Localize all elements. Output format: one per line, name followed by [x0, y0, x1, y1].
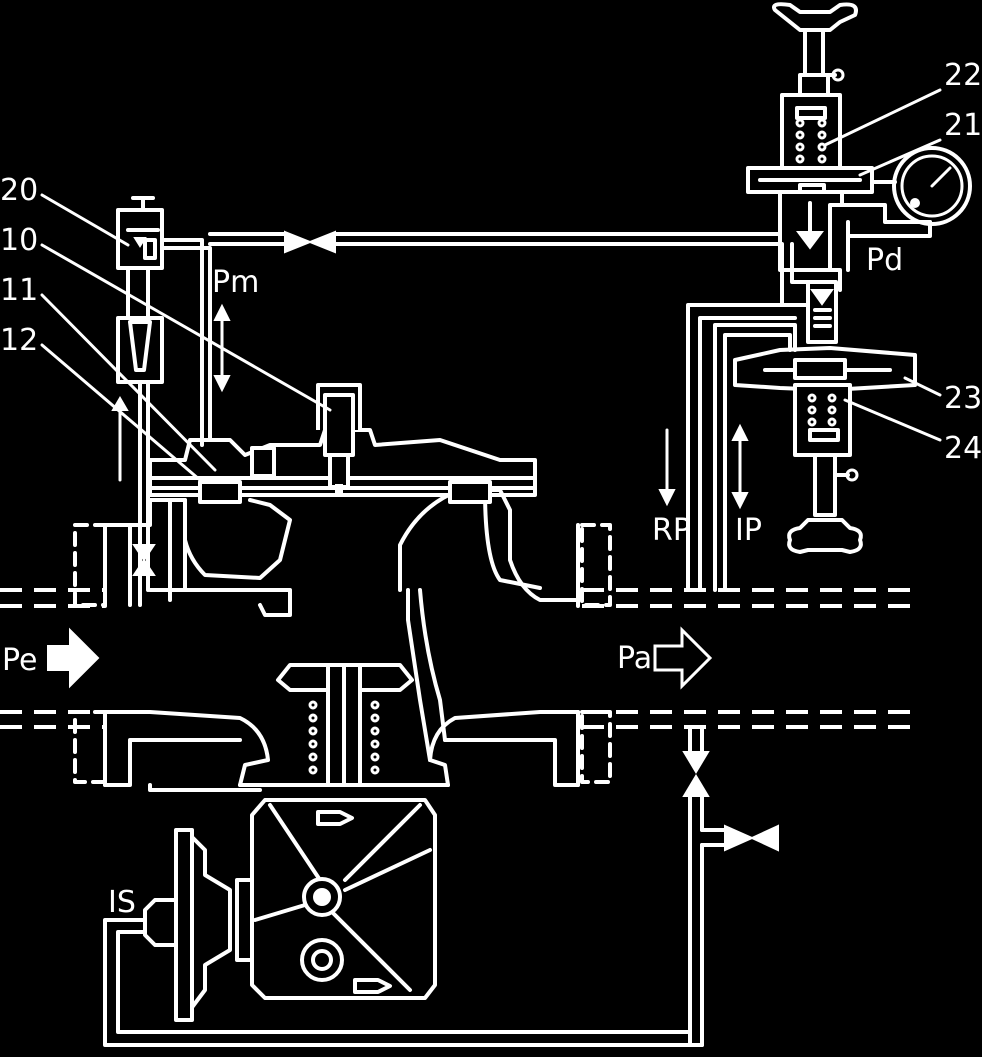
label-pe: Pe	[2, 643, 37, 678]
label-pm: Pm	[212, 265, 259, 300]
label-21: 21	[944, 108, 982, 143]
pilot-24-spring	[807, 393, 837, 427]
label-23: 23	[944, 381, 982, 416]
inlet-needle-valve	[132, 544, 156, 576]
pilot-23-24	[733, 280, 917, 554]
signal-line-upper	[208, 230, 794, 254]
valve-stem	[276, 663, 414, 787]
label-24: 24	[944, 431, 982, 466]
outlet-flow-arrow	[653, 626, 713, 690]
inlet-flange	[73, 523, 107, 787]
slam-shut-box	[143, 798, 437, 1022]
pilot-20	[116, 196, 164, 607]
label-rp: RP	[652, 513, 691, 548]
label-20: 20	[0, 173, 38, 208]
label-10: 10	[0, 223, 38, 258]
is-impulse-line	[103, 918, 704, 1047]
outlet-flange	[576, 523, 612, 787]
pm-loading-line	[160, 238, 231, 602]
main-pipe	[0, 588, 920, 729]
pilot-21-22	[746, 2, 972, 292]
pilot-feed-line	[128, 523, 150, 607]
stem-spring-right	[370, 700, 380, 775]
label-is: IS	[108, 885, 136, 920]
leader-lines	[40, 88, 942, 482]
label-11: 11	[0, 273, 38, 308]
stem-spring-left	[308, 700, 318, 775]
label-pd: Pd	[866, 243, 903, 278]
downstream-valves	[682, 725, 779, 1047]
label-ip: IP	[735, 513, 762, 548]
label-pa: Pa	[617, 641, 652, 676]
label-12: 12	[0, 323, 38, 358]
sensing-lines	[658, 242, 810, 592]
diaphragm-housing	[148, 383, 537, 504]
inlet-flow-arrow	[47, 627, 100, 689]
label-22: 22	[944, 58, 982, 93]
